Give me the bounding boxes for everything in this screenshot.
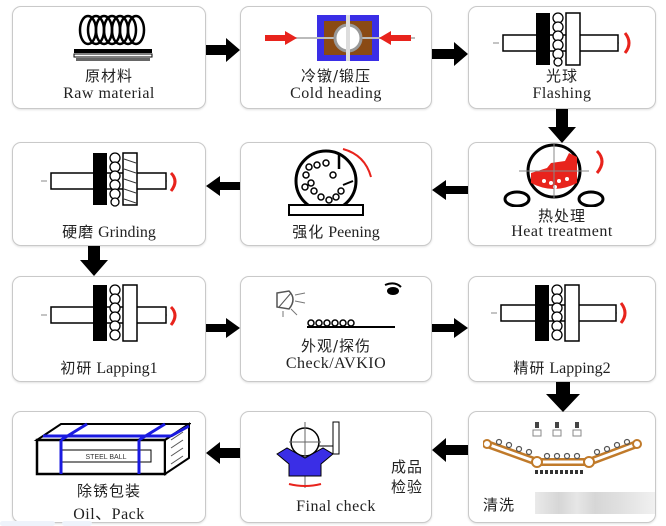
step-cleaning: 清洗 — [468, 411, 656, 523]
arrow-left — [432, 180, 468, 200]
step-label: 精研 Lapping2 — [469, 357, 655, 378]
conveyor-wash-icon — [483, 422, 642, 474]
gauge-icon — [276, 421, 340, 488]
plate-balls-icon — [491, 284, 627, 342]
step-label-zh: 热处理 — [537, 207, 586, 225]
arrow-right — [206, 318, 240, 338]
drum-icon — [288, 148, 372, 216]
heading-die-icon — [265, 15, 415, 61]
step-label-zh: 光球 — [545, 67, 578, 85]
step-lapping2: 精研 Lapping2 — [468, 276, 656, 382]
step-lapping1: 初研 Lapping1 — [12, 276, 206, 382]
arrow-left — [206, 176, 240, 196]
arrow-left — [432, 438, 468, 462]
step-label-en: Lapping1 — [96, 360, 158, 377]
bottom-tab — [62, 521, 92, 526]
grinding-plate-icon — [41, 152, 177, 207]
step-peening: 强化 Peening — [240, 142, 432, 246]
step-oil-pack: STEEL BALL 除锈包装 Oil、Pack — [12, 411, 206, 523]
arrow-right — [432, 318, 468, 338]
coil-icon — [73, 14, 153, 61]
step-label: 初研 Lapping1 — [13, 357, 205, 378]
step-label-en: Lapping2 — [549, 360, 611, 377]
step-label-zh: 初研 — [60, 359, 93, 377]
step-label-zh: 原材料 — [84, 67, 133, 85]
step-label-zh: 强化 — [292, 223, 325, 241]
step-final-check: 成品 检验 Final check — [240, 411, 432, 523]
arrow-right — [432, 42, 468, 66]
box-icon: STEEL BALL — [33, 422, 191, 476]
step-label-en: Grinding — [98, 224, 156, 241]
step-label-en: Final check — [296, 498, 376, 515]
arrow-down — [546, 382, 580, 412]
step-label-en: Flashing — [532, 85, 592, 102]
step-label: 硬磨 Grinding — [13, 221, 205, 242]
arrow-left — [206, 442, 240, 464]
step-cold-heading: 冷镦/锻压 Cold heading — [240, 6, 432, 109]
arrow-down — [80, 246, 108, 276]
step-label-zh: 冷镦/锻压 — [300, 67, 372, 85]
step-label-zh: 硬磨 — [62, 223, 95, 241]
step-label-en: Check/AVKIO — [285, 355, 387, 372]
plate-balls-icon — [493, 12, 631, 67]
step-label-zh: 清洗 — [483, 496, 516, 514]
plate-balls-icon — [41, 284, 177, 342]
step-flashing: 光球 Flashing — [468, 6, 656, 109]
step-label-en: Raw material — [63, 85, 155, 102]
watermark-overlay — [535, 492, 655, 514]
bottom-tab — [0, 521, 55, 526]
step-label-zh-line2: 检验 — [391, 478, 424, 496]
step-heat-treatment: 热处理 Heat treatment — [468, 142, 656, 246]
step-label-zh: 外观/探伤 — [300, 337, 372, 355]
step-label-zh: 精研 — [513, 359, 546, 377]
step-grinding: 硬磨 Grinding — [12, 142, 206, 246]
step-label-en: Heat treatment — [511, 223, 613, 240]
step-label-en: Cold heading — [290, 85, 382, 102]
step-check-avkio: 外观/探伤 Check/AVKIO — [240, 276, 432, 382]
step-label-en: Peening — [328, 224, 380, 241]
arrow-right — [206, 38, 240, 62]
step-label-en: Oil、Pack — [73, 506, 145, 523]
step-raw-material: 原材料 Raw material — [12, 6, 206, 109]
step-label-zh: 除锈包装 — [76, 482, 141, 500]
arrow-down — [548, 109, 576, 143]
box-label-text: STEEL BALL — [86, 454, 127, 461]
inspection-icon — [276, 282, 402, 328]
step-label-zh-line1: 成品 — [391, 458, 424, 476]
step-label: 强化 Peening — [241, 221, 431, 242]
furnace-icon — [503, 143, 605, 207]
